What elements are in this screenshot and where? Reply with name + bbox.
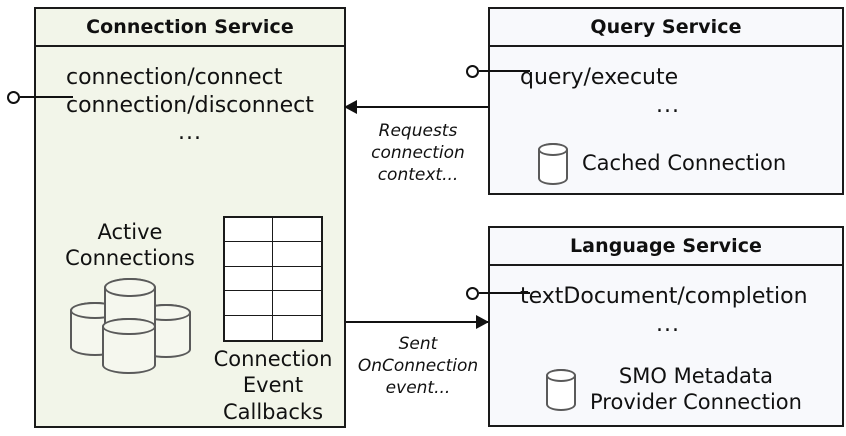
artifact-cached-connection[interactable]: Cached Connection (538, 143, 786, 185)
lollipop-stick-icon (20, 96, 73, 98)
artifact-connection-event-callbacks[interactable]: Connection Event Callbacks (199, 216, 347, 425)
query-service-title: Query Service (490, 9, 842, 47)
grid-cell (225, 315, 273, 340)
provided-interface-query-service[interactable] (466, 61, 530, 81)
operation-textdocument-completion[interactable]: textDocument/completion (520, 284, 808, 309)
table-grid-icon (223, 216, 323, 342)
grid-cell (273, 316, 321, 340)
callbacks-label-line-3: Callbacks (222, 399, 324, 424)
connection-service-operations: connection/connect connection/disconnect… (36, 64, 374, 147)
active-connections-label-line-1: Active (97, 220, 163, 244)
sent-label-line-1: Sent (398, 334, 438, 354)
connection-service-body: connection/connect connection/disconnect… (36, 47, 344, 426)
language-service-operations-ellipsis: ... (656, 311, 680, 337)
connector-label-sent-onconnection-event: Sent OnConnection event... (343, 333, 493, 399)
database-cylinder-icon (546, 368, 576, 411)
sent-label-line-3: event... (385, 378, 451, 399)
grid-cell (273, 291, 321, 316)
operation-connection-connect[interactable]: connection/connect (66, 65, 283, 90)
lollipop-stick-icon (479, 70, 530, 72)
connector-sent-onconnection-event (346, 321, 488, 323)
connection-event-callbacks-label: Connection Event Callbacks (199, 346, 347, 425)
database-cluster-icon (68, 277, 193, 374)
active-connections-label-line-2: Connections (65, 246, 195, 271)
grid-cell (225, 242, 273, 267)
component-query-service[interactable]: Query Service query/execute ... Cached C… (488, 7, 844, 195)
connector-requests-connection-context (346, 106, 488, 108)
lollipop-ball-icon (466, 64, 479, 78)
callbacks-label-line-1: Connection (213, 347, 333, 371)
provided-interface-connection-service[interactable] (7, 87, 73, 107)
provided-interface-language-service[interactable] (466, 283, 530, 303)
language-service-title: Language Service (490, 228, 842, 266)
requests-label-line-3: context... (377, 165, 459, 186)
component-language-service[interactable]: Language Service textDocument/completion… (488, 226, 844, 427)
database-icon (538, 143, 568, 185)
connection-service-title: Connection Service (36, 9, 344, 47)
connector-label-requests-connection-context: Requests connection context... (343, 120, 493, 186)
callbacks-label-line-2: Event (242, 373, 304, 398)
lollipop-ball-icon (7, 90, 20, 104)
query-service-operations: query/execute ... (490, 64, 846, 119)
grid-cell (273, 242, 321, 267)
active-connections-label: Active Connections (50, 219, 210, 272)
requests-label-line-2: connection (371, 143, 465, 164)
smo-metadata-provider-connection-label: SMO Metadata Provider Connection (590, 364, 802, 415)
operation-connection-disconnect[interactable]: connection/disconnect (66, 92, 314, 118)
lollipop-stick-icon (479, 292, 530, 294)
cached-connection-label: Cached Connection (582, 151, 787, 176)
arrow-head-right-icon (476, 315, 489, 329)
artifact-active-connections[interactable]: Active Connections (50, 219, 210, 374)
language-service-body: textDocument/completion ... SMO Metadata… (490, 266, 842, 425)
smo-label-line-2: Provider Connection (590, 389, 802, 414)
operation-query-execute[interactable]: query/execute (520, 65, 679, 90)
sent-label-line-2: OnConnection (357, 356, 479, 377)
grid-cell (225, 291, 273, 316)
database-cylinder-icon (538, 143, 568, 185)
grid-cell (273, 218, 321, 243)
grid-cell (273, 267, 321, 292)
connection-service-operations-ellipsis: ... (178, 120, 202, 145)
query-service-body: query/execute ... Cached Connection (490, 47, 842, 193)
smo-label-line-1: SMO Metadata (618, 364, 774, 388)
lollipop-ball-icon (466, 286, 479, 300)
artifact-smo-metadata-provider-connection[interactable]: SMO Metadata Provider Connection (546, 364, 802, 415)
arrow-head-left-icon (344, 100, 357, 114)
component-connection-service[interactable]: Connection Service connection/connect co… (34, 7, 346, 428)
grid-cell (225, 218, 273, 243)
database-icon (546, 368, 576, 411)
database-cylinder-front-icon (101, 317, 156, 374)
requests-label-line-1: Requests (378, 121, 458, 141)
language-service-operations: textDocument/completion ... (490, 283, 846, 338)
grid-cell (225, 266, 273, 292)
query-service-operations-ellipsis: ... (656, 92, 680, 118)
